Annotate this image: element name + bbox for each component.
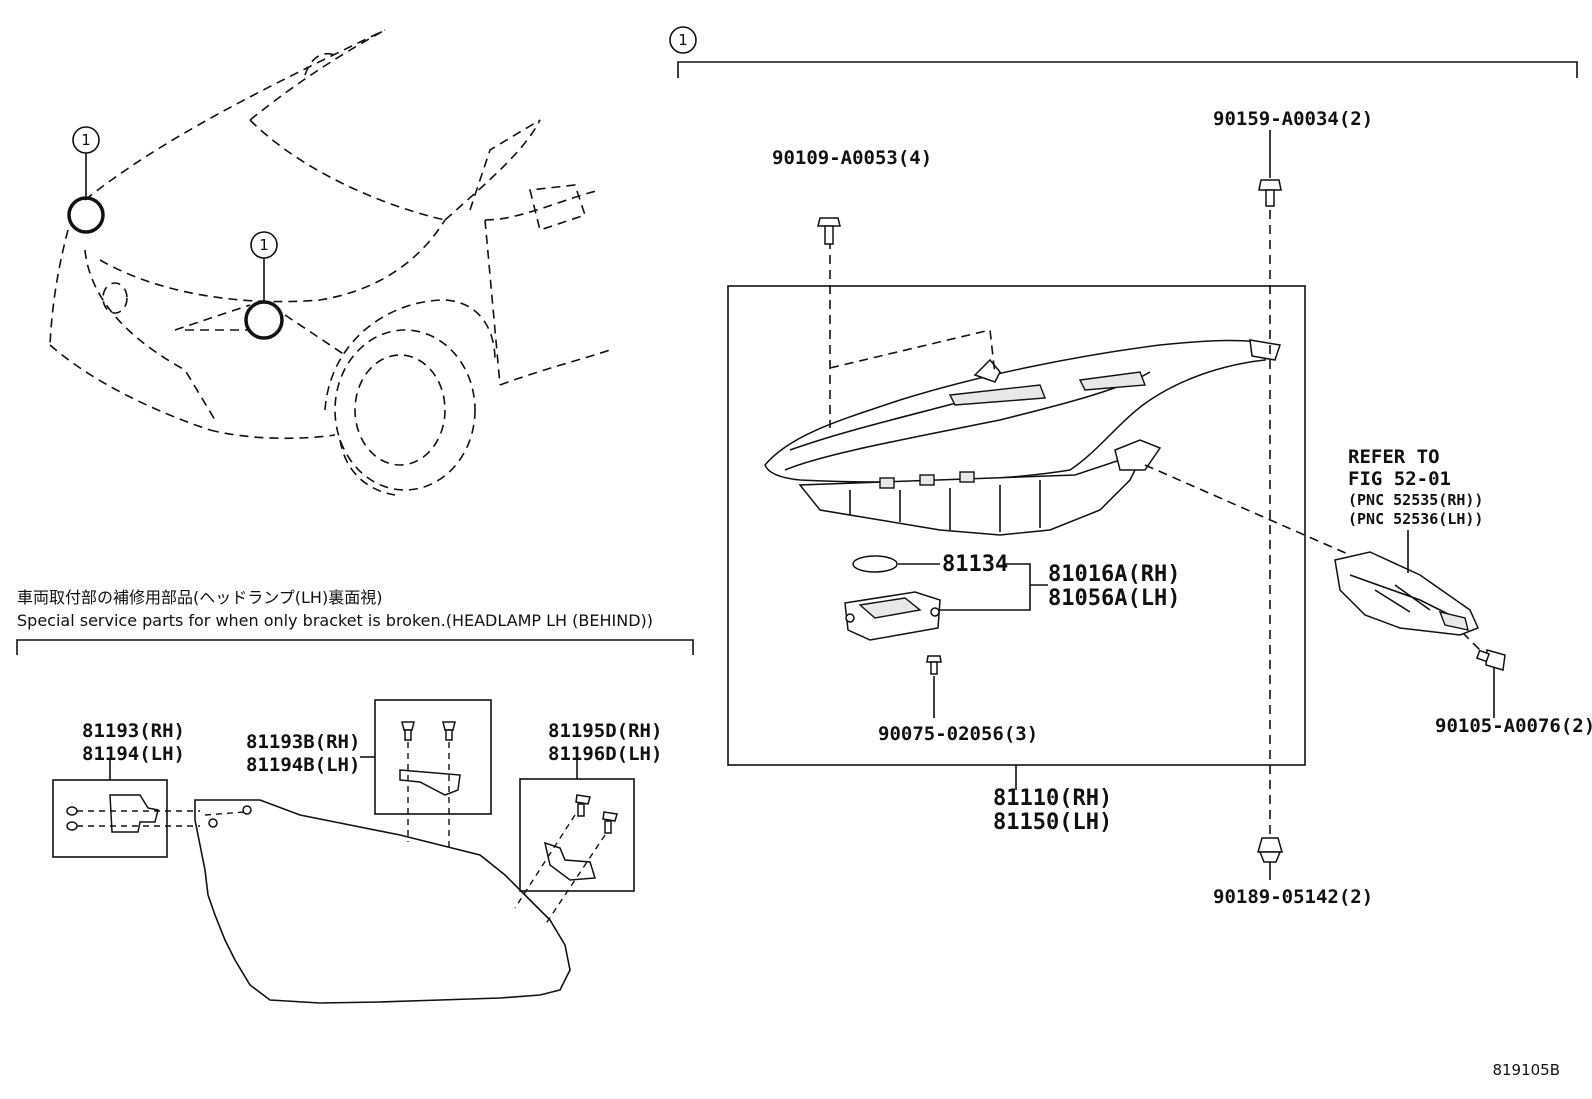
label-81195D: 81195D(RH) — [548, 720, 662, 742]
headlamp-highlight-lh — [244, 300, 284, 340]
label-81056A: 81056A(LH) — [1048, 586, 1180, 611]
headlamp-rear-outline — [194, 799, 571, 1004]
refer-line2: FIG 52-01 — [1348, 468, 1451, 490]
refer-line3: (PNC 52535(RH)) — [1348, 491, 1483, 509]
label-81193B: 81193B(RH) — [246, 731, 360, 753]
label-81194B: 81194B(LH) — [246, 754, 360, 776]
bolt-90105 — [1475, 649, 1506, 671]
label-90075: 90075-02056(3) — [878, 723, 1038, 745]
clip-90189 — [1257, 837, 1283, 863]
o-ring-81134 — [852, 555, 898, 573]
diagram-id: 819105B — [1492, 1061, 1560, 1079]
service-note-en: Special service parts for when only brac… — [17, 611, 653, 630]
label-81194: 81194(LH) — [82, 743, 185, 765]
bolt-90159 — [1258, 179, 1282, 207]
headlamp-highlight-rh — [67, 196, 105, 234]
callout-marker-1-assembly — [669, 26, 697, 54]
service-note-ja: 車両取付部の補修用部品(ヘッドランプ(LH)裏面視) — [17, 588, 382, 607]
refer-line4: (PNC 52536(LH)) — [1348, 510, 1483, 528]
vehicle-front-illustration: 1 1 — [49, 29, 611, 496]
bracket-81193 — [66, 794, 159, 833]
svg-text:1: 1 — [81, 131, 91, 149]
label-81110: 81110(RH) — [993, 786, 1112, 811]
callout-marker-1a — [72, 126, 100, 154]
label-81016A: 81016A(RH) — [1048, 562, 1180, 587]
box-81193B — [374, 699, 492, 815]
assembly-bracket: 1 — [669, 26, 1578, 78]
bracket-81193B — [399, 721, 461, 796]
bracket-81195D — [543, 794, 618, 881]
refer-bracket-part — [1334, 551, 1480, 636]
service-bracket — [16, 639, 694, 655]
ballast-module — [844, 591, 941, 641]
label-81150: 81150(LH) — [993, 810, 1112, 835]
refer-line1: REFER TO — [1348, 446, 1440, 468]
label-90105: 90105-A0076(2) — [1435, 715, 1592, 737]
svg-text:1: 1 — [259, 236, 269, 254]
label-90109: 90109-A0053(4) — [772, 147, 932, 169]
bolt-90109 — [817, 217, 841, 245]
label-90159: 90159-A0034(2) — [1213, 108, 1373, 130]
label-81193: 81193(RH) — [82, 720, 185, 742]
screw-90075 — [926, 655, 942, 675]
svg-text:1: 1 — [678, 31, 688, 49]
callout-marker-1b — [250, 231, 278, 259]
headlamp-unit — [764, 339, 1281, 536]
label-81134: 81134 — [942, 552, 1008, 577]
label-90189: 90189-05142(2) — [1213, 886, 1373, 908]
label-81196D: 81196D(LH) — [548, 743, 662, 765]
